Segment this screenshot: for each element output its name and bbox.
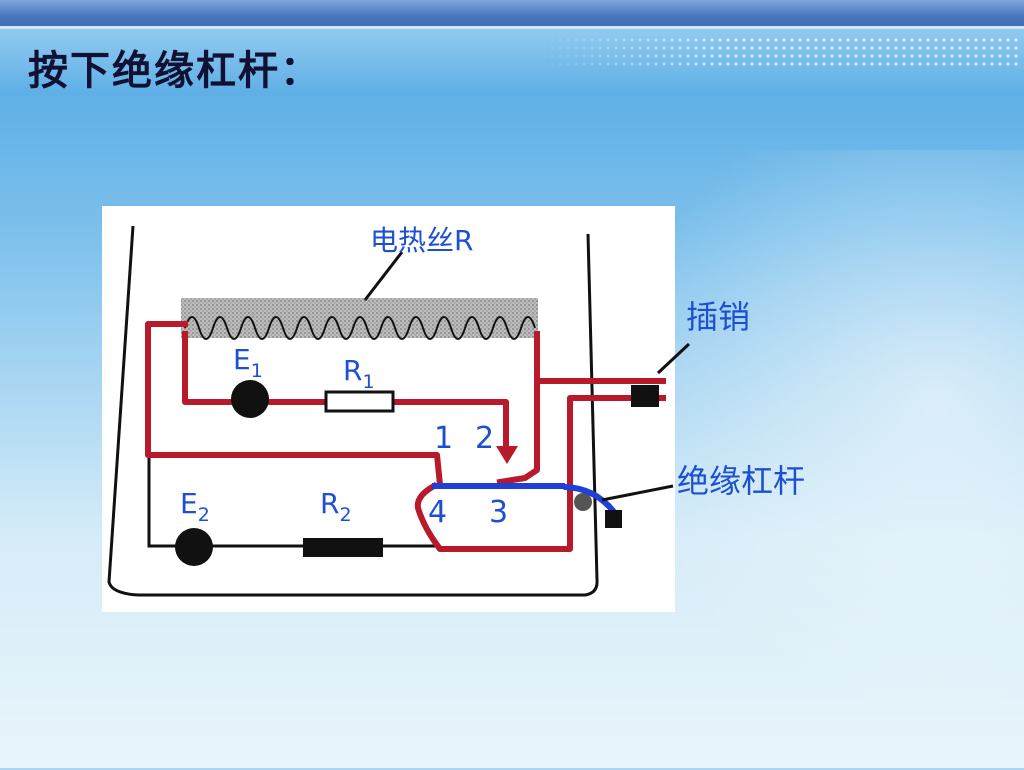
pin-label-leader: [656, 342, 691, 375]
r1-resistor: [324, 390, 395, 413]
lever-arm: [562, 484, 617, 515]
lever-pivot: [574, 493, 592, 511]
heater-label-leader: [363, 251, 404, 301]
e2-battery: [175, 528, 213, 566]
e2-label: E2: [180, 487, 210, 526]
pin-lower-wire: [414, 395, 666, 552]
lever-label: 绝缘杠杆: [677, 462, 805, 500]
decorative-dot-pattern: [540, 36, 1020, 70]
contact-4-label: 4: [428, 495, 447, 530]
e1-circuit-wire: [182, 331, 333, 405]
pin-label: 插销: [686, 298, 750, 336]
contact-2-arrow: [496, 446, 518, 464]
slide-title: 按下绝缘杠杆：: [28, 48, 322, 94]
e1-battery: [231, 380, 269, 418]
r1-circuit-wire: [389, 399, 509, 453]
slide-top-band: [0, 0, 1024, 29]
contact-2-wire: [496, 378, 540, 486]
container-frame: [107, 225, 599, 597]
r2-resistor: [303, 538, 383, 557]
lever-tip: [605, 510, 622, 528]
heater-coil: [184, 316, 536, 340]
contact-1-label: 1: [434, 421, 453, 456]
contact-3-label: 3: [489, 495, 508, 530]
plug-pin: [631, 385, 659, 407]
lever-label-leader: [601, 484, 674, 502]
contact-2-label: 2: [475, 421, 494, 456]
e1-label: E1: [233, 343, 263, 382]
heater-label: 电热丝R: [370, 224, 473, 257]
left-loop-wire: [145, 321, 444, 489]
r2-label: R2: [320, 487, 352, 526]
r1-label: R1: [343, 354, 375, 393]
